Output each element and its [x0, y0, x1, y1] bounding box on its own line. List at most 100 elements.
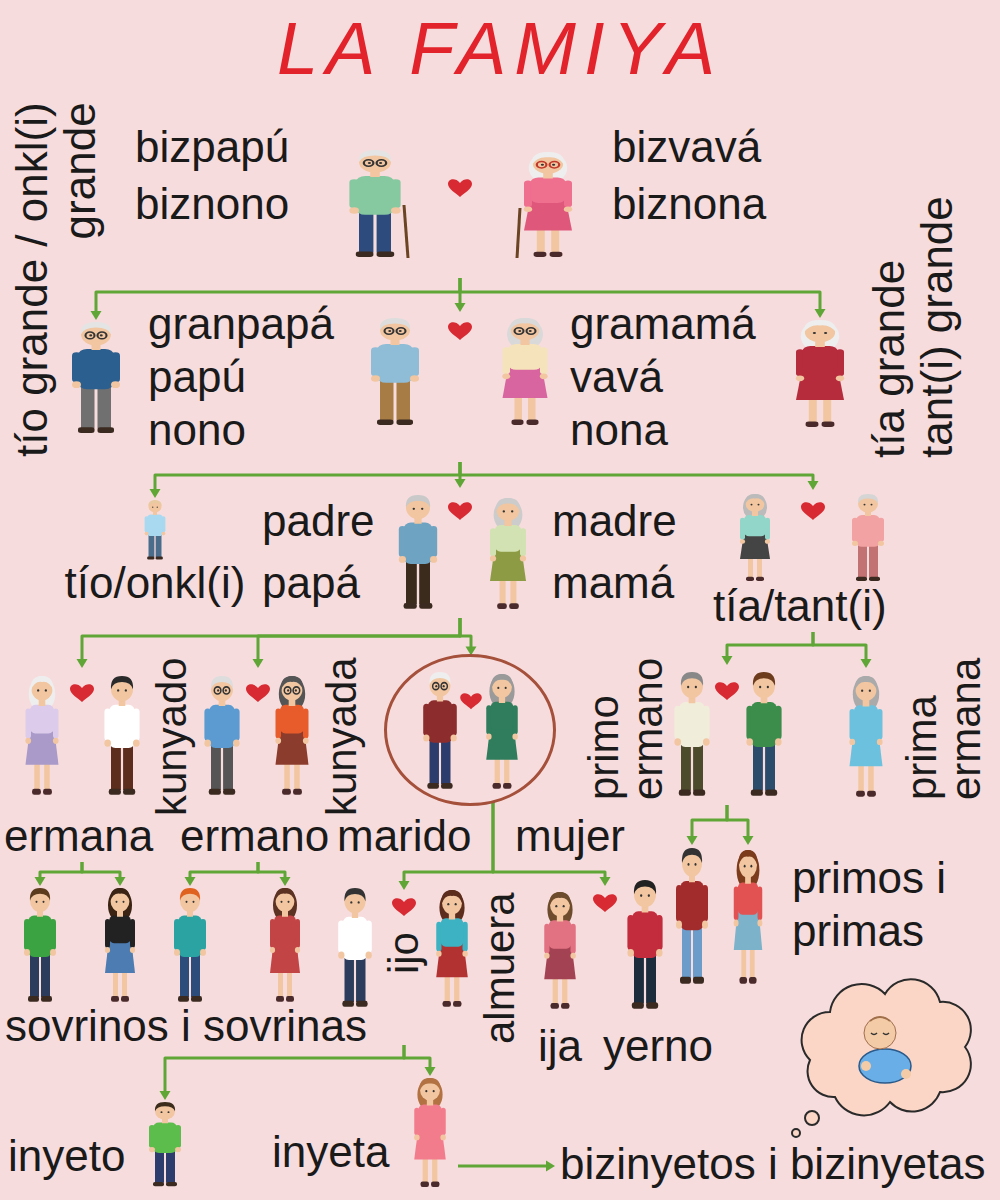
couple-node: ermanakunyado: [20, 668, 145, 862]
vertical-relation-label: tío grande / onkl(i) grande: [8, 102, 105, 482]
arrow-head: [808, 481, 819, 490]
connector-line: [692, 805, 727, 837]
relation-label: mujer: [515, 814, 625, 858]
connector-line: [460, 618, 471, 648]
descent-arrow: [404, 1045, 436, 1076]
vertical-relation-label: almuera: [478, 888, 522, 1044]
uncle-figure: [145, 500, 166, 559]
highlight-circle-node: maridomujer: [384, 654, 556, 806]
baby-hair: [870, 1017, 890, 1021]
relation-label: inyeta: [272, 1130, 389, 1174]
descent-arrow: [813, 632, 872, 668]
descent-arrow: [458, 1161, 555, 1172]
arrow-head: [687, 836, 698, 845]
relation-label: inyeto: [8, 1134, 125, 1178]
connector-line: [165, 1045, 404, 1092]
descent-arrow: [460, 462, 819, 490]
arrow-head: [600, 877, 611, 886]
heart-symbol: [448, 322, 472, 340]
baby-head: [864, 1017, 896, 1049]
couple-node: tía/tant(i): [705, 490, 900, 632]
relation-label: padre papá: [262, 490, 375, 613]
relation-label: bizinyetos i bizinyetas: [560, 1142, 986, 1186]
connector-line: [82, 862, 120, 878]
connector-line: [813, 632, 866, 660]
aunt-spouse-figure: [852, 494, 884, 581]
sister-in-law-figure: [275, 676, 308, 795]
heart-symbol: [392, 898, 416, 916]
great-aunt-figure: [796, 320, 844, 427]
arrow-head: [399, 881, 410, 890]
arrow-head: [425, 1067, 436, 1076]
highlight-circle: [384, 654, 556, 806]
cane: [404, 205, 408, 258]
person-node: tío/onkl(i): [125, 498, 185, 564]
cane: [517, 208, 520, 258]
connector-line: [404, 1045, 430, 1068]
group-node: bizinyetos i bizinyetas: [555, 1140, 990, 1192]
relation-label: bizvavá biznona: [612, 118, 766, 232]
great-uncle-figure: [72, 322, 120, 433]
cousin-spouse-figure: [746, 672, 781, 796]
daughter-in-law-figure: [436, 890, 468, 1007]
vertical-relation-label: ijo: [382, 926, 426, 974]
cousin-figure: [674, 672, 709, 796]
couple-node: ijo almuera: [335, 890, 525, 1045]
arrow-head: [722, 656, 733, 665]
relation-label: ermana: [4, 814, 153, 858]
arrow-head: [35, 877, 46, 886]
person-node: inyeto: [8, 1100, 193, 1188]
baby-hand: [861, 1061, 871, 1071]
group-node: primos i primas: [672, 845, 957, 960]
son-figure: [338, 888, 372, 1007]
arrow-head: [77, 659, 88, 668]
baby-eyes: [871, 1033, 889, 1035]
connector-line: [40, 862, 82, 878]
vertical-relation-label: kunyado: [149, 654, 195, 816]
descent-arrow: [687, 805, 754, 845]
baby-foot: [901, 1069, 911, 1079]
relation-label: marido: [337, 814, 472, 858]
couple-node: ijayerno: [535, 886, 715, 1074]
wife-figure: [486, 674, 518, 789]
vertical-relation-label: prima ermana: [900, 640, 988, 800]
arrow-head: [91, 311, 102, 320]
connector-line: [458, 1165, 547, 1168]
couple-node: padre papámadre mamá: [258, 488, 683, 618]
heart-symbol: [460, 693, 482, 709]
person-node: tío grande / onkl(i) grande: [62, 320, 130, 442]
thought-bubble-dot: [805, 1111, 819, 1125]
heart-symbol: [801, 502, 825, 520]
female-cousin-figure: [849, 676, 882, 797]
couple-node: bizpapú biznono bizvavá biznona: [128, 115, 792, 278]
granddaughter-figure: [414, 1078, 446, 1187]
thought-bubble-dot: [792, 1129, 800, 1137]
connector-line: [155, 462, 460, 490]
descent-arrow: [455, 462, 466, 488]
heart-symbol: [715, 682, 739, 700]
great-grandfather-figure: [349, 150, 400, 257]
couple-node: primo ermano: [672, 665, 802, 805]
connector-line: [258, 862, 285, 878]
vertical-relation-label: primo ermano: [582, 640, 670, 800]
relation-label: sovrinos i sovrinas: [5, 1004, 367, 1048]
descent-arrow: [160, 1045, 405, 1100]
arrow-head: [280, 877, 291, 886]
relation-label: bizpapú biznono: [135, 118, 289, 232]
connector-line: [82, 618, 460, 660]
couple-node: granpapá papú nonogramamá vavá nona: [145, 312, 765, 462]
arrow-head: [861, 659, 872, 668]
aunt-figure: [740, 494, 770, 581]
vertical-relation-label: tía grande tant(i) grande: [865, 172, 962, 457]
niece-figure: [105, 888, 135, 1002]
son-in-law-figure: [627, 880, 662, 1009]
relation-label: ermano: [180, 814, 329, 858]
arrow-head: [546, 1161, 555, 1172]
sister-figure: [25, 676, 58, 795]
nephew-figure: [24, 888, 56, 1002]
father-figure: [399, 495, 437, 609]
person-node: inyeta: [268, 1076, 458, 1190]
second-cousin-figure: [676, 848, 708, 984]
grandfather-figure: [371, 318, 419, 425]
